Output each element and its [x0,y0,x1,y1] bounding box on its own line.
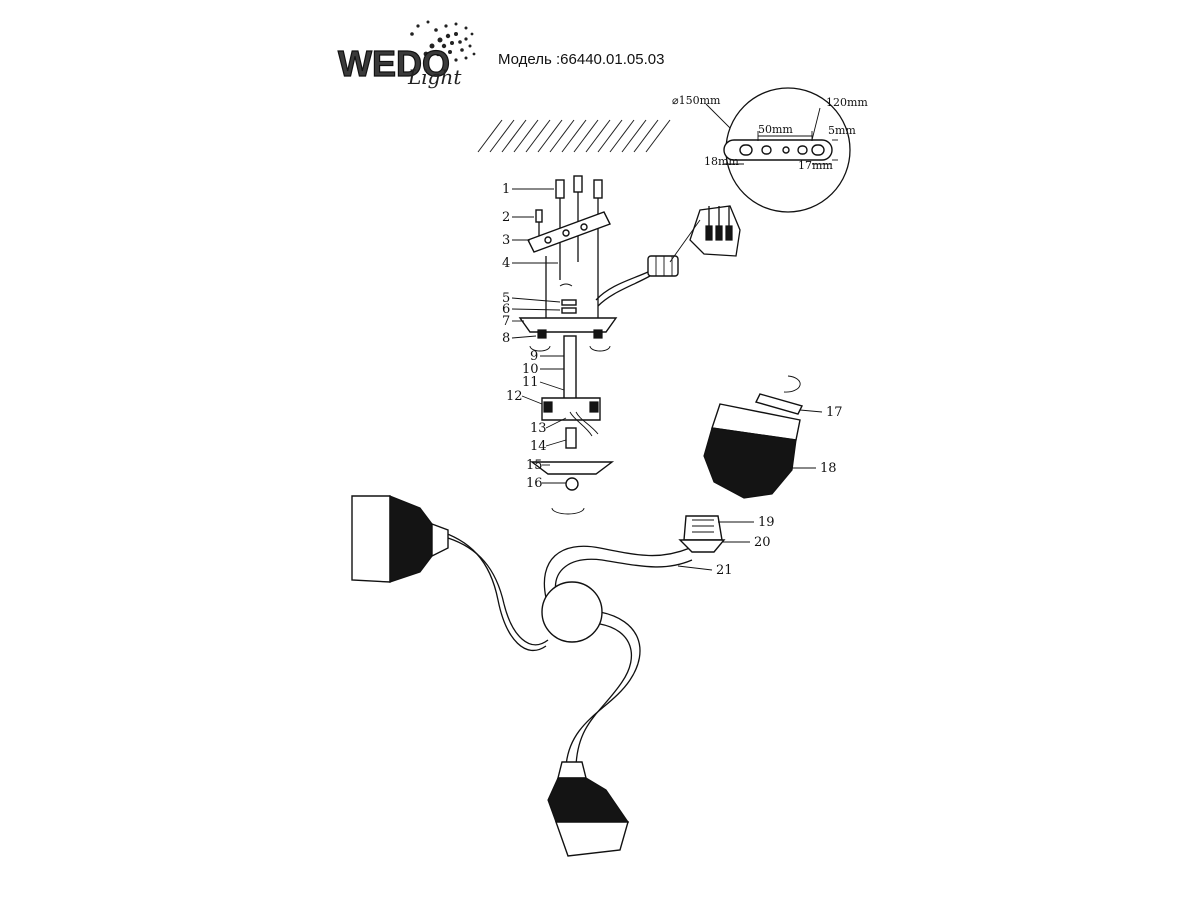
model-number: Модель :66440.01.05.03 [498,51,664,68]
right-shade [678,375,804,553]
callout-14: 14 [530,439,547,454]
ceiling-hatch [477,119,671,153]
wall-plug [555,179,565,199]
callout-3: 3 [502,233,510,248]
callout-2: 2 [502,210,510,225]
nipple [565,427,577,449]
callout-5: 5 [502,291,510,306]
dim-right: 17mm [798,159,833,172]
callout-20: 20 [754,535,771,550]
dim-thickness: 5mm [828,124,856,137]
callout-13: 13 [530,421,547,436]
callout-18: 18 [820,461,837,476]
callout-8: 8 [502,331,510,346]
callout-12: 12 [506,389,523,404]
callout-6: 6 [502,302,510,317]
detail-plate [723,139,833,161]
stem-rod [563,335,577,401]
terminal-block [595,205,741,307]
logo-swirl-icon [410,20,476,62]
lamp-stem [529,335,615,515]
dim-width: 120mm [826,96,868,109]
arms [435,529,693,767]
callout-1: 1 [502,182,510,197]
left-shade [351,495,449,583]
brand-name: WEDO [338,43,450,84]
center-ball [541,581,603,643]
bottom-shade [547,761,630,857]
dim-spacing: 50mm [758,123,793,136]
decorative-cup [529,461,615,475]
brand-logo: WEDO Light [337,20,476,89]
retaining-ring [754,393,804,415]
callout-21: 21 [716,563,733,578]
screw [535,209,543,223]
callout-7: 7 [502,314,510,329]
finial [565,477,579,491]
dim-diameter: ⌀150mm [672,94,721,107]
callout-17: 17 [826,405,843,420]
mounting-hardware [527,175,611,330]
canopy-cup [518,317,618,333]
callout-16: 16 [526,476,543,491]
junction-box [541,397,601,421]
dim-left: 18mm [704,155,739,168]
canopy [518,299,618,352]
callout-9: 9 [530,349,538,364]
callout-10: 10 [522,362,539,377]
callout-4: 4 [502,256,510,271]
callout-19: 19 [758,515,775,530]
brand-tagline: Light [407,65,462,89]
callout-15: 15 [526,458,543,473]
callout-11: 11 [522,375,539,390]
mounting-detail: ⌀150mm 120mm 50mm 5mm 18mm 17mm [672,87,868,213]
callouts: 1 2 3 4 5 6 7 8 9 10 11 12 13 14 15 16 1… [502,182,843,578]
